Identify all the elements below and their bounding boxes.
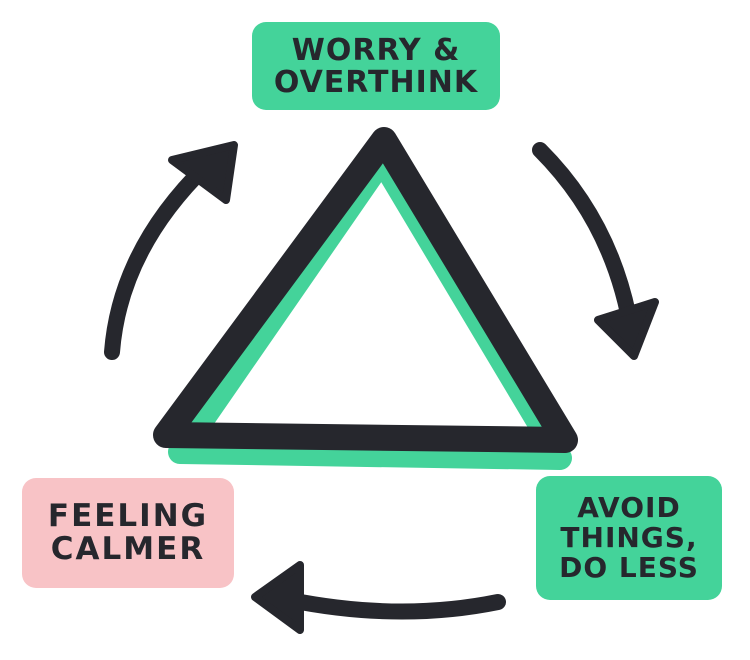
node-worry-line-1: WORRY & [291,32,461,68]
node-avoid-things: AVOID THINGS, DO LESS [536,476,722,600]
center-triangle [153,127,578,453]
node-avoid-line-3: DO LESS [559,551,699,585]
node-avoid-line-1: AVOID [577,490,681,524]
triangle-shadow [168,148,572,470]
node-calmer-line-2: CALMER [50,531,206,567]
node-worry-overthink: WORRY & OVERTHINK [252,22,500,110]
node-avoid-line-2: THINGS, [560,520,698,554]
arrow-avoid-to-calmer [251,561,506,634]
node-feeling-calmer: FEELING CALMER [22,478,234,588]
node-calmer-line-1: FEELING [47,497,209,534]
arrow-calmer-to-worry [104,141,238,360]
arrow-worry-to-avoid [532,142,659,360]
node-worry-line-2: OVERTHINK [273,65,479,100]
